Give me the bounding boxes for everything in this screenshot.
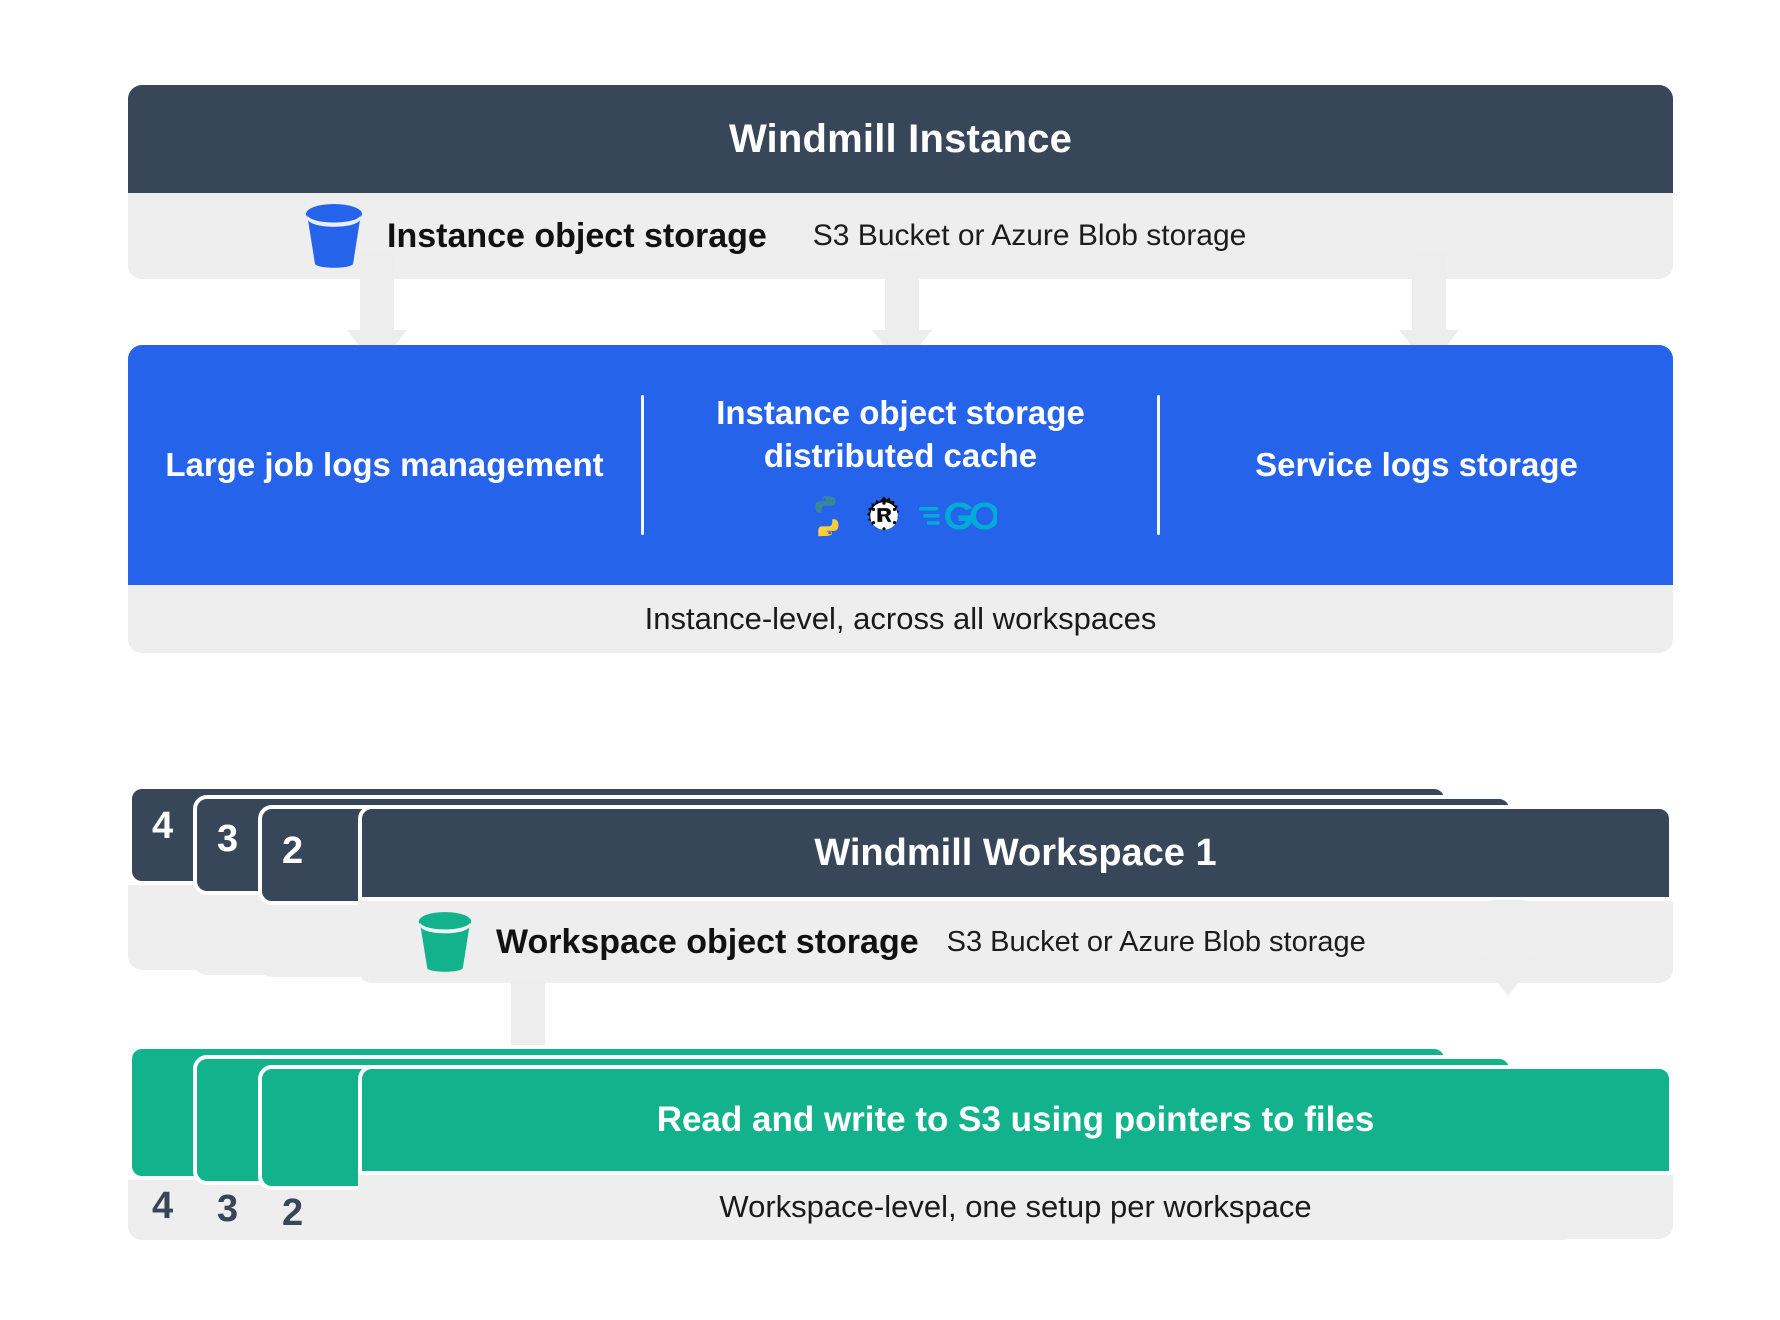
arrow-shaft-ws-left (511, 978, 545, 1058)
green-stack-number-3: 3 (217, 1188, 239, 1230)
workspace-storage-subtitle: S3 Bucket or Azure Blob storage (946, 925, 1366, 958)
workspace-title: Windmill Workspace 1 (358, 805, 1673, 901)
instance-title: Windmill Instance (128, 85, 1673, 193)
feature-service-logs: Service logs storage (1160, 345, 1673, 585)
green-panel-title: Read and write to S3 using pointers to f… (358, 1065, 1673, 1175)
workspace-stack-number-3: 3 (217, 818, 239, 860)
instance-card: Windmill Instance Instance object storag… (128, 85, 1673, 279)
green-footer-note: Workspace-level, one setup per workspace (358, 1175, 1673, 1239)
arrow-shaft-right (1412, 252, 1446, 330)
arrow-shaft-center (885, 252, 919, 330)
green-stack-number-4: 4 (152, 1185, 174, 1227)
language-icons (805, 494, 997, 538)
bucket-icon (306, 204, 362, 268)
go-icon (918, 502, 997, 530)
instance-storage-subtitle: S3 Bucket or Azure Blob storage (812, 219, 1247, 252)
arrow-head-ws-right (1478, 958, 1538, 996)
feature-service-logs-label: Service logs storage (1255, 445, 1578, 483)
column-divider-1 (641, 395, 644, 535)
green-stack-number-2: 2 (282, 1192, 304, 1234)
workspace-storage-row: Workspace object storage S3 Bucket or Az… (358, 901, 1673, 983)
column-divider-2 (1157, 395, 1160, 535)
rust-icon (866, 496, 899, 531)
arrow-shaft-left (360, 252, 394, 330)
feature-large-job-logs: Large job logs management (128, 345, 641, 585)
feature-distributed-cache-label: Instance object storage distributed cach… (716, 394, 1085, 474)
workspace-stack-number-4: 4 (152, 805, 174, 847)
instance-storage-label: Instance object storage (387, 216, 767, 255)
python-icon (814, 495, 838, 537)
workspace-stack-number-2: 2 (282, 830, 304, 872)
instance-footer-note: Instance-level, across all workspaces (128, 585, 1673, 653)
workspace-storage-label: Workspace object storage (496, 922, 919, 961)
instance-features-panel: Large job logs management Instance objec… (128, 345, 1673, 585)
bucket-icon (418, 912, 472, 972)
arrow-shaft-ws-right (1491, 900, 1525, 958)
feature-large-job-logs-label: Large job logs management (165, 445, 604, 483)
feature-distributed-cache: Instance object storage distributed cach… (644, 345, 1157, 585)
